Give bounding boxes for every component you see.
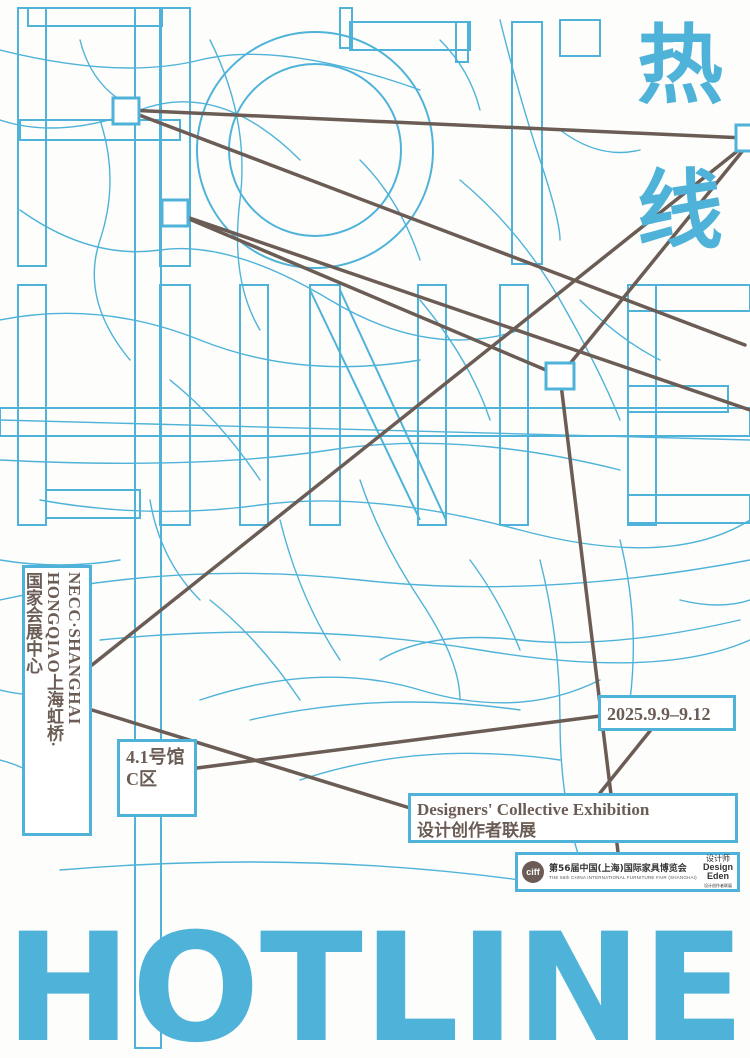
eden-cn: 设计师 [705, 854, 730, 863]
title-cn-char-2: 线 [637, 161, 723, 261]
connector-lines [90, 108, 750, 854]
title-en: HOTLINE [5, 902, 745, 1058]
exhibition-cn: 设计创作者联展 [417, 821, 536, 840]
outlined-letter-grid [0, 7, 750, 1049]
map-lines [0, 19, 750, 881]
venue-en-line1: NECC·SHANGHAI [65, 572, 84, 725]
fair-name-en: THE 56th CHINA INTERNATIONAL FURNITURE F… [549, 875, 697, 880]
venue-cn-line1: 上海虹桥· [44, 673, 63, 747]
eden-en-line2: Eden [706, 871, 729, 881]
venue-cn-line2: 国家会展中心 [23, 572, 42, 674]
ciff-logo-icon: ciff [522, 861, 544, 883]
fair-banner: ciff 第56届中国(上海)国际家具博览会 THE 56th CHINA IN… [515, 852, 740, 892]
eden-cn-small: 设计创作者联展 [703, 883, 732, 888]
date-label: 2025.9.9–9.12 [598, 695, 736, 731]
fair-text: 第56届中国(上海)国际家具博览会 THE 56th CHINA INTERNA… [549, 863, 698, 881]
title-cn-char-1: 热 [637, 16, 723, 116]
hall-label: 4.1号馆 C区 [117, 739, 197, 817]
date-text: 2025.9.9–9.12 [607, 704, 711, 724]
eden-en-line1: Design [702, 862, 733, 872]
design-eden-logo: 设计师 Design Eden 设计创作者联展 [703, 854, 733, 890]
venue-en-line2: HONGQIAO [44, 572, 63, 674]
fair-name-cn: 第56届中国(上海)国际家具博览会 [549, 864, 687, 874]
exhibition-en: Designers' Collective Exhibition [417, 800, 650, 819]
hall-line1: 4.1号馆 [126, 747, 185, 767]
junction-squares [111, 96, 750, 391]
hall-line2: C区 [126, 769, 157, 789]
exhibition-label: Designers' Collective Exhibition 设计创作者联展 [408, 793, 738, 843]
venue-label: NECC·SHANGHAI HONGQIAO上海虹桥· 国家会展中心 [22, 565, 92, 836]
